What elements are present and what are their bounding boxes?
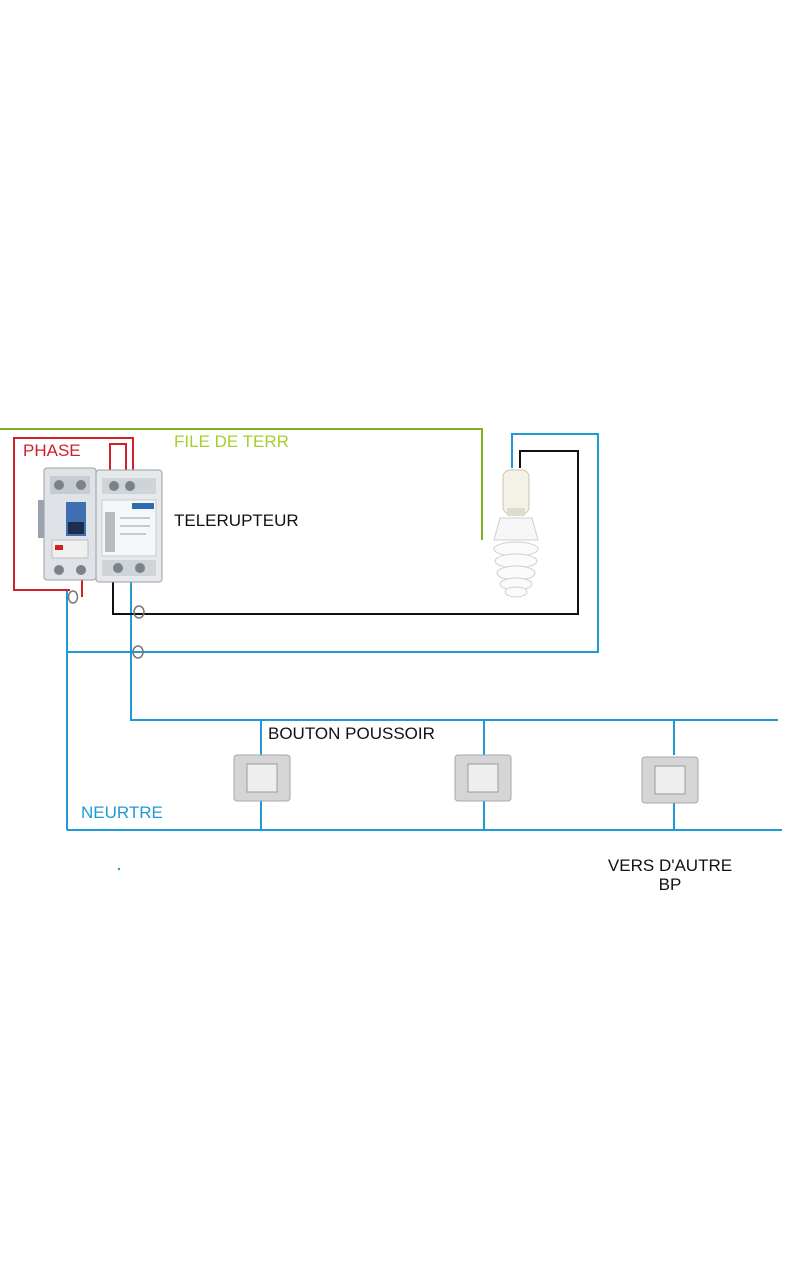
telerupteur-label: TELERUPTEUR xyxy=(174,511,299,530)
neutral-wires xyxy=(66,433,782,831)
neutral-label: NEURTRE xyxy=(81,803,163,822)
stray-dot xyxy=(117,867,121,871)
spiral-lamp xyxy=(493,469,539,598)
circuit-breaker xyxy=(38,467,97,581)
other-bp-line2: BP xyxy=(658,874,682,894)
push-button xyxy=(454,754,512,802)
earth-label: FILE DE TERR xyxy=(174,432,289,451)
other-bp-line1: VERS D'AUTRE xyxy=(607,856,733,875)
return-wire xyxy=(112,450,579,615)
phase-label: PHASE xyxy=(23,441,81,460)
push-button xyxy=(641,756,699,804)
telerupteur-relay xyxy=(95,469,163,583)
push-button xyxy=(233,754,291,802)
earth-wire xyxy=(0,428,483,540)
wire-junctions xyxy=(67,590,145,659)
push-button-label: BOUTON POUSSOIR xyxy=(268,724,435,743)
other-bp-label: VERS D'AUTRE BP xyxy=(592,856,748,894)
